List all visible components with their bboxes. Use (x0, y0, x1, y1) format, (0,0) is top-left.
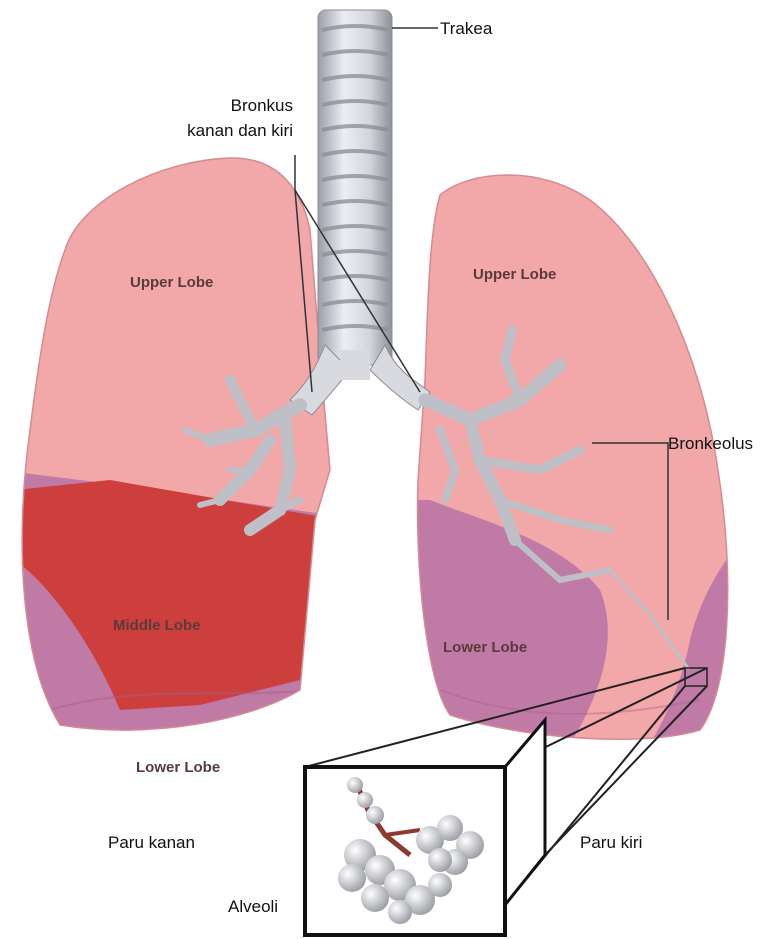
bronkus-label-line1: Bronkus (231, 96, 293, 115)
bronkeolus-label: Bronkeolus (668, 434, 753, 453)
right-middle-lobe-label: Middle Lobe (113, 617, 201, 634)
alveoli-label: Alveoli (228, 897, 278, 916)
left-upper-lobe-label: Upper Lobe (473, 266, 556, 283)
paru-kiri-label: Paru kiri (580, 833, 642, 852)
alveoli-inset (305, 720, 545, 935)
right-upper-lobe-label: Upper Lobe (130, 274, 213, 291)
trachea (318, 10, 392, 365)
left-lower-lobe-label: Lower Lobe (443, 639, 527, 656)
trakea-label: Trakea (440, 19, 493, 38)
right-lower-lobe-label: Lower Lobe (136, 759, 220, 776)
bronkus-label-line2: kanan dan kiri (187, 121, 293, 140)
paru-kanan-label: Paru kanan (108, 833, 195, 852)
